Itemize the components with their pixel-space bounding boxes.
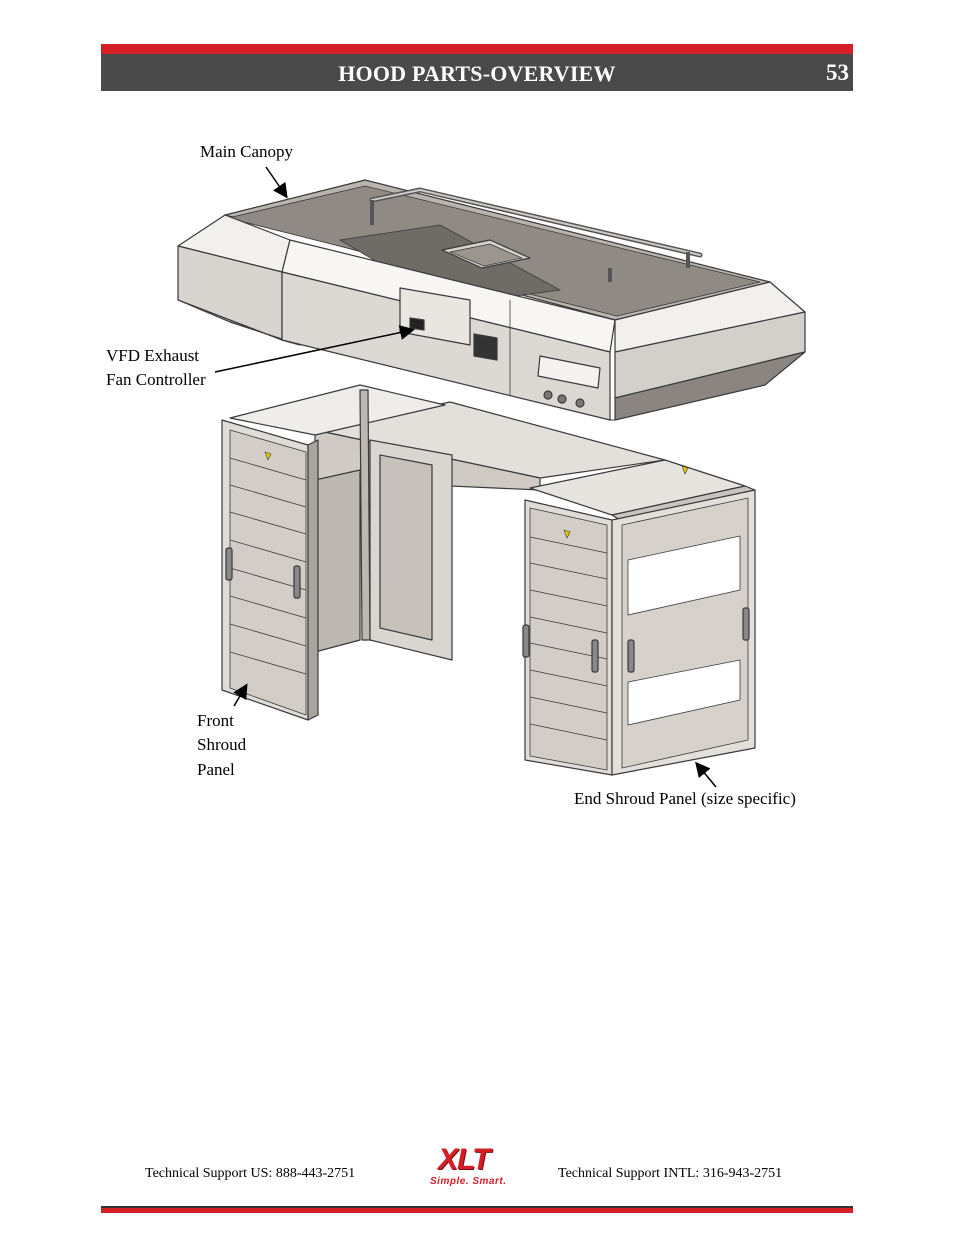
front-shroud-label-line3: Panel	[197, 760, 235, 779]
support-intl-text: Technical Support INTL: 316-943-2751	[558, 1166, 783, 1181]
end-shroud-label: End Shroud Panel (size specific)	[574, 789, 796, 808]
support-us-text: Technical Support US: 888-443-2751	[145, 1166, 356, 1181]
vfd-label-line1: VFD Exhaust	[106, 346, 200, 365]
footer-red-rule	[101, 1206, 853, 1213]
main-canopy-label: Main Canopy	[200, 142, 294, 161]
front-shroud-label-line2: Shroud	[197, 735, 247, 754]
leader-arrows	[214, 166, 717, 788]
vfd-label-line2: Fan Controller	[106, 370, 206, 389]
logo-wordmark: XLT	[438, 1143, 490, 1176]
page-number: 53	[826, 60, 849, 85]
front-shroud-label-line1: Front	[197, 711, 234, 730]
end-shroud-drawing	[522, 459, 756, 776]
header-red-rule	[101, 44, 853, 54]
xlt-logo: XLT Simple. Smart.	[428, 1143, 528, 1191]
main-canopy-drawing	[177, 179, 806, 421]
logo-tagline: Simple. Smart.	[430, 1176, 507, 1187]
front-shroud-drawing	[221, 384, 666, 721]
page-title: HOOD PARTS-OVERVIEW	[338, 61, 616, 86]
header-bar: HOOD PARTS-OVERVIEW 53	[101, 54, 853, 91]
